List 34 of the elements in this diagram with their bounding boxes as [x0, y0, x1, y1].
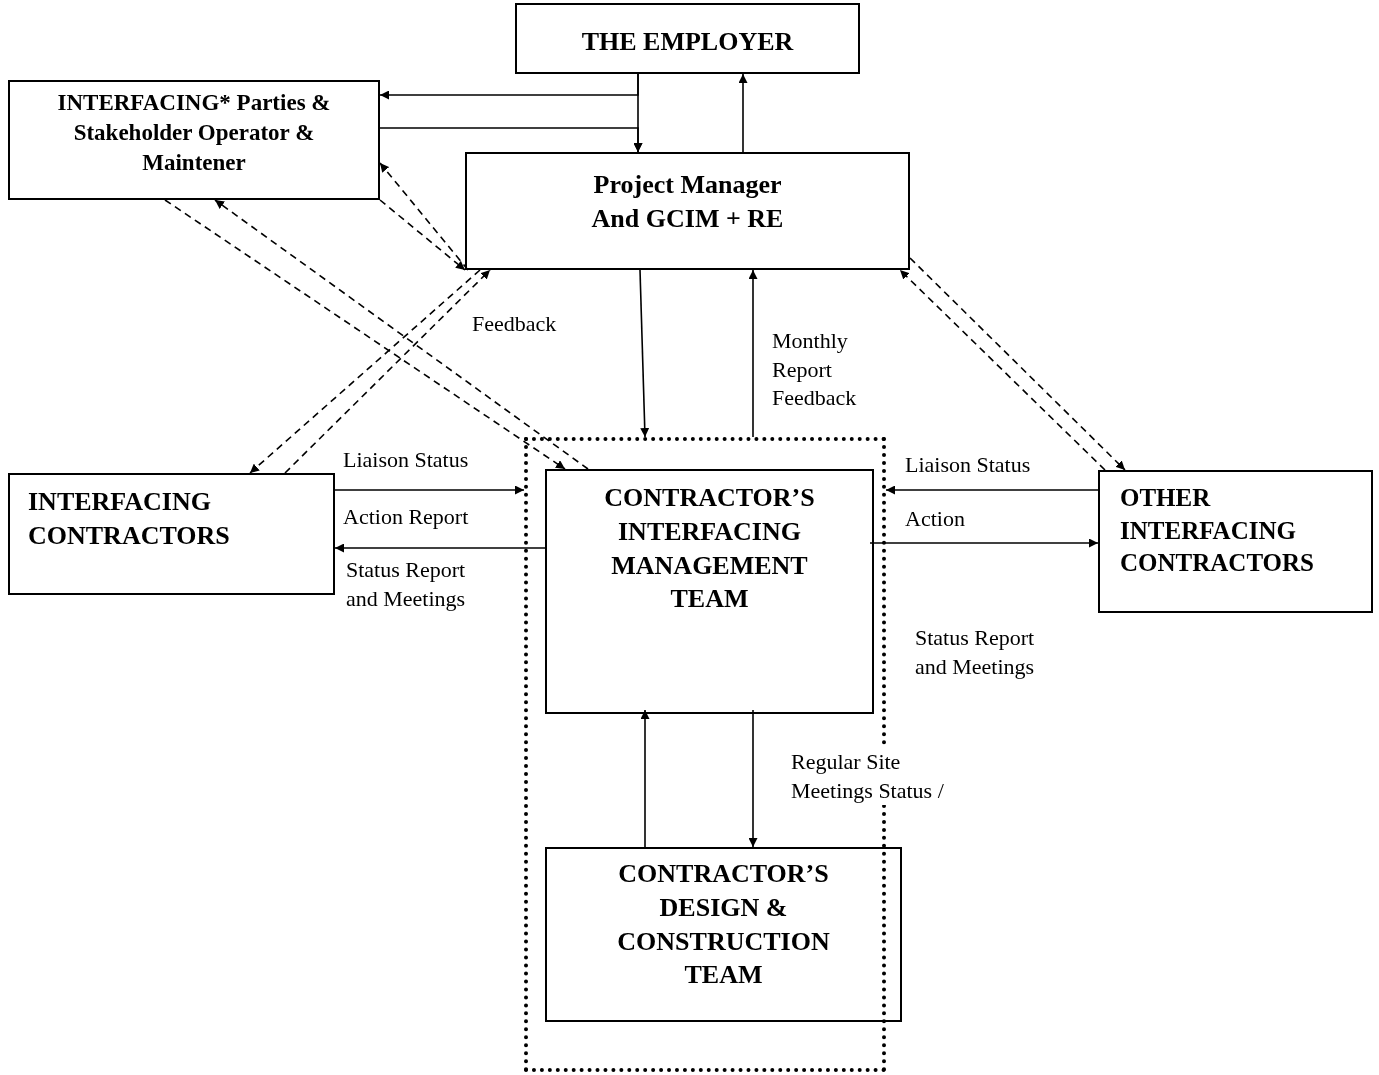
process-box	[545, 469, 874, 714]
arrow	[164, 199, 566, 470]
arrow	[249, 269, 481, 474]
arrow	[899, 269, 1106, 471]
process-box	[465, 152, 910, 270]
process-box	[545, 847, 902, 1022]
arrow	[334, 485, 525, 495]
arrow	[738, 73, 748, 153]
box-label: CONTRACTOR’S INTERFACING MANAGEMENT TEAM	[603, 482, 816, 616]
process-box	[515, 3, 860, 74]
arrow	[633, 73, 643, 153]
process-box	[1098, 470, 1373, 613]
note-label: Status Report and Meetings	[915, 624, 1036, 681]
note-label: Feedback	[472, 310, 557, 338]
box-label: THE EMPLOYER	[580, 26, 795, 58]
process-box	[8, 80, 380, 200]
box-label: CONTRACTOR’S DESIGN & CONSTRUCTION TEAM	[616, 858, 831, 992]
arrow	[379, 199, 466, 271]
box-label: INTERFACING CONTRACTORS	[28, 486, 231, 552]
arrow	[909, 257, 1126, 471]
arrow	[640, 709, 650, 848]
arrow	[334, 543, 546, 553]
arrow	[639, 269, 650, 438]
box-label: INTERFACING* Parties & Stakeholder Operator & Maintener	[56, 89, 332, 177]
arrow	[284, 269, 491, 474]
arrow	[748, 709, 758, 848]
arrow	[214, 199, 589, 470]
note-label: Status Report and Meetings	[346, 556, 467, 613]
arrow	[748, 269, 758, 438]
box-label: Project Manager And GCIM + RE	[590, 169, 785, 235]
box-label: OTHER INTERFACING CONTRACTORS	[1120, 483, 1316, 578]
process-box	[8, 473, 335, 595]
arrow	[885, 485, 1099, 495]
arrow	[869, 538, 1099, 548]
